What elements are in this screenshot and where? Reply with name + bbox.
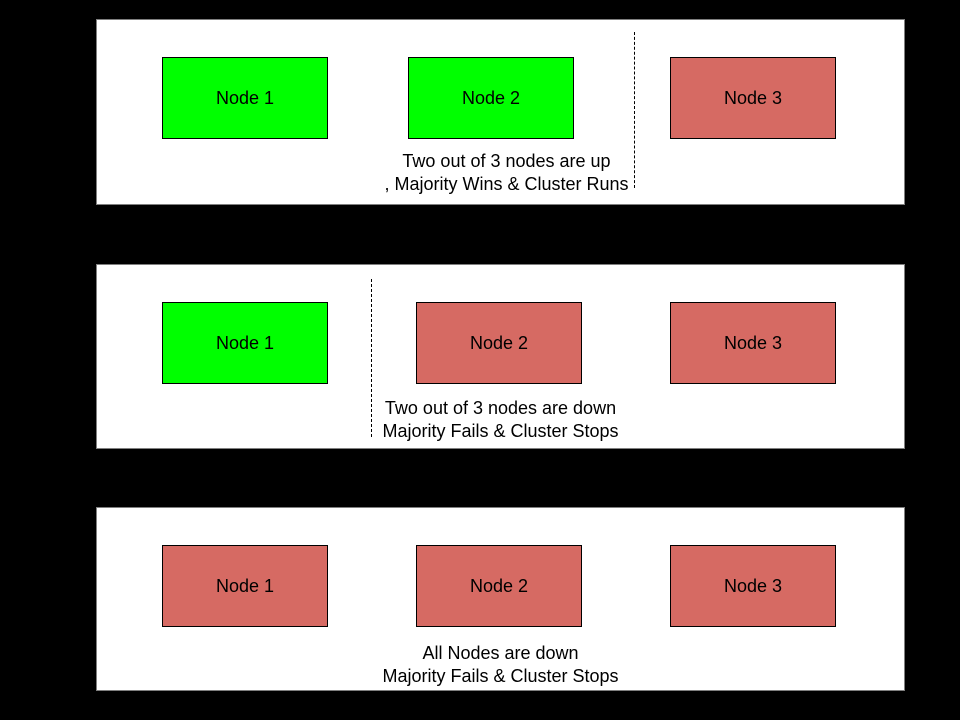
node-3-label: Node 3	[723, 575, 783, 596]
scenario-caption-line2: , Majority Wins & Cluster Runs	[384, 174, 629, 194]
node-1-label: Node 1	[215, 575, 275, 596]
scenario-caption-line1: Two out of 3 nodes are down	[384, 398, 617, 418]
node-3-box: Node 3	[670, 545, 836, 627]
scenario-panel-majority-up: Node 1 Node 2 Node 3 Two out of 3 nodes …	[96, 19, 905, 205]
node-2-box: Node 2	[416, 302, 582, 384]
node-2-label: Node 2	[469, 332, 529, 353]
node-3-box: Node 3	[670, 302, 836, 384]
scenario-panel-all-down: Node 1 Node 2 Node 3 All Nodes are down …	[96, 507, 905, 691]
node-3-label: Node 3	[723, 332, 783, 353]
node-2-label: Node 2	[461, 87, 521, 108]
node-1-label: Node 1	[215, 332, 275, 353]
scenario-caption-line2: Majority Fails & Cluster Stops	[382, 666, 619, 686]
scenario-caption: Two out of 3 nodes are down Majority Fai…	[97, 397, 904, 443]
scenario-caption-line1: Two out of 3 nodes are up	[402, 151, 611, 171]
node-3-box: Node 3	[670, 57, 836, 139]
partition-divider	[371, 279, 372, 437]
scenario-caption: All Nodes are down Majority Fails & Clus…	[97, 642, 904, 688]
node-2-box: Node 2	[416, 545, 582, 627]
node-2-box: Node 2	[408, 57, 574, 139]
node-3-label: Node 3	[723, 87, 783, 108]
node-1-label: Node 1	[215, 87, 275, 108]
node-1-box: Node 1	[162, 302, 328, 384]
scenario-caption-line2: Majority Fails & Cluster Stops	[382, 421, 619, 441]
scenario-caption-line1: All Nodes are down	[422, 643, 579, 663]
scenario-caption: Two out of 3 nodes are up , Majority Win…	[109, 150, 904, 196]
scenario-panel-majority-down: Node 1 Node 2 Node 3 Two out of 3 nodes …	[96, 264, 905, 449]
node-2-label: Node 2	[469, 575, 529, 596]
node-1-box: Node 1	[162, 545, 328, 627]
node-1-box: Node 1	[162, 57, 328, 139]
partition-divider	[634, 32, 635, 188]
